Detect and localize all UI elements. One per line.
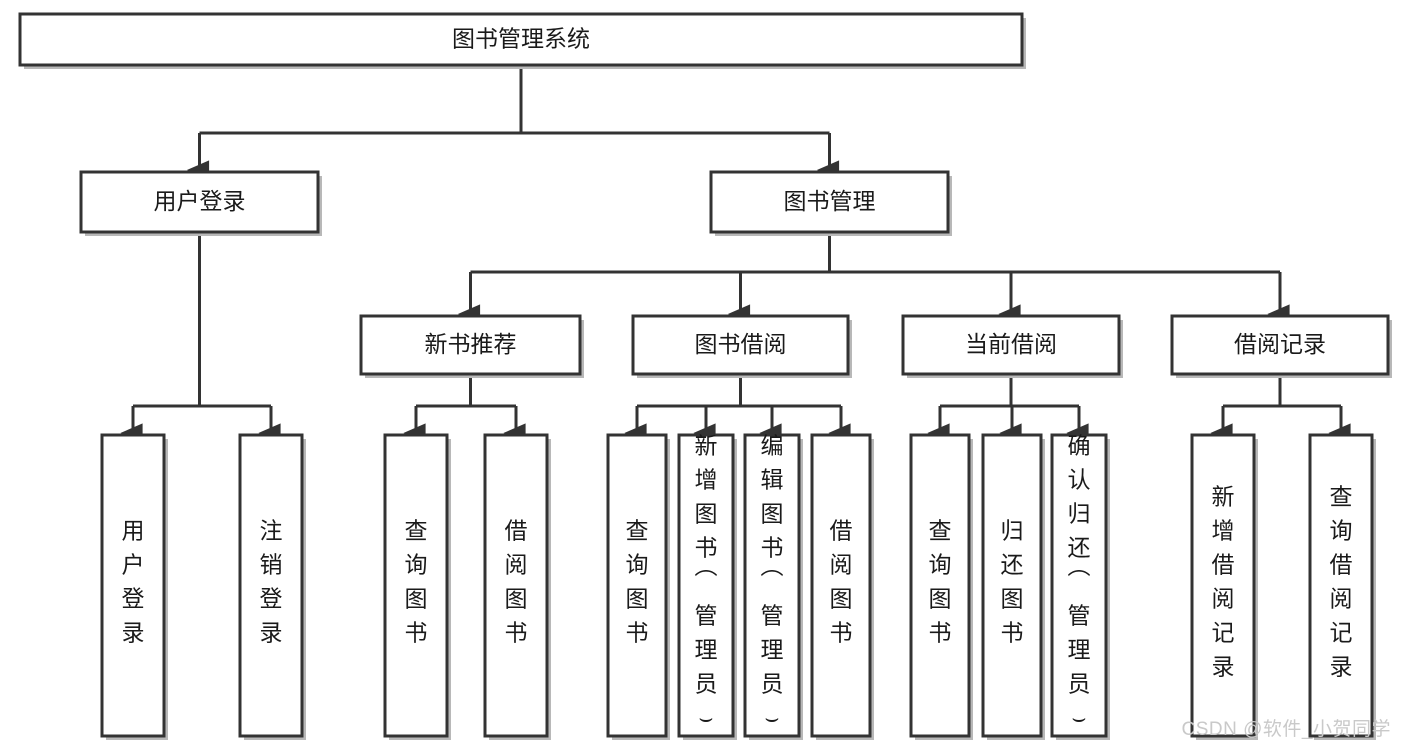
node-leaf-borrow-book-rec: 借阅图书	[483, 433, 551, 740]
node-root: 图书管理系统	[18, 12, 1026, 69]
node-label: 图书借阅	[695, 331, 787, 357]
node-user-login: 用户登录	[79, 170, 322, 236]
node-rect	[606, 433, 668, 738]
node-leaf-edit-book-admin: 编辑图书⌒管理员⌣	[743, 433, 803, 740]
node-leaf-confirm-return-admin: 确认归还⌒管理员⌣	[1050, 433, 1110, 740]
node-leaf-add-book-admin: 新增图书⌒管理员⌣	[677, 433, 737, 740]
node-leaf-add-borrow-record: 新增借阅记录	[1190, 433, 1258, 740]
node-rect	[981, 433, 1043, 738]
node-book-management: 图书管理	[709, 170, 952, 236]
node-leaf-query-book-rec: 查询图书	[383, 433, 451, 740]
node-leaf-user-logout: 注销登录	[238, 433, 306, 740]
node-rect	[743, 433, 801, 738]
node-borrow-record: 借阅记录	[1170, 314, 1392, 378]
node-rect	[901, 314, 1121, 376]
node-rect	[909, 433, 971, 738]
node-label: 注销登录	[260, 518, 283, 646]
node-rect	[18, 12, 1024, 67]
node-label: 图书管理	[784, 188, 876, 214]
node-label: 借阅记录	[1234, 331, 1326, 357]
node-rect	[810, 433, 872, 738]
node-rect	[79, 170, 320, 234]
node-rect	[483, 433, 549, 738]
node-book-borrow: 图书借阅	[631, 314, 852, 378]
node-leaf-return-book: 归还图书	[981, 433, 1045, 740]
node-current-borrow: 当前借阅	[901, 314, 1123, 378]
node-label: 当前借阅	[965, 331, 1057, 357]
node-leaf-query-borrow-record: 查询借阅记录	[1308, 433, 1376, 740]
node-label: 借阅图书	[505, 518, 528, 646]
node-label: 新书推荐	[425, 331, 517, 357]
node-label: 新增图书⌒管理员⌣	[695, 433, 718, 731]
node-new-book-recommend: 新书推荐	[359, 314, 584, 378]
node-label: 借阅图书	[830, 518, 853, 646]
node-label: 查询图书	[405, 518, 428, 646]
node-leaf-query-book-borrow: 查询图书	[606, 433, 670, 740]
node-rect	[359, 314, 582, 376]
node-leaf-user-login: 用户登录	[100, 433, 168, 740]
node-rect	[1308, 433, 1374, 738]
connector-lines	[120, 65, 1351, 443]
node-rect	[383, 433, 449, 738]
node-rect	[100, 433, 166, 738]
node-label: 确认归还⌒管理员⌣	[1068, 433, 1091, 731]
node-label: 编辑图书⌒管理员⌣	[761, 433, 784, 731]
node-rect	[238, 433, 304, 738]
node-label: 归还图书	[1001, 518, 1024, 646]
node-rect	[631, 314, 850, 376]
node-leaf-borrow-book: 借阅图书	[810, 433, 874, 740]
node-rect	[677, 433, 735, 738]
node-label: 图书管理系统	[452, 26, 590, 52]
node-label: 查询图书	[626, 518, 649, 646]
node-rect	[709, 170, 950, 234]
node-label: 用户登录	[154, 188, 246, 214]
node-rect	[1170, 314, 1390, 376]
node-label: 查询借阅记录	[1330, 484, 1353, 680]
node-leaf-query-book-cur: 查询图书	[909, 433, 973, 740]
node-rect	[1190, 433, 1256, 738]
node-rect	[1050, 433, 1108, 738]
node-label: 新增借阅记录	[1212, 484, 1235, 680]
node-label: 用户登录	[122, 518, 145, 646]
node-label: 查询图书	[929, 518, 952, 646]
node-boxes: 图书管理系统用户登录图书管理新书推荐图书借阅当前借阅借阅记录用户登录注销登录查询…	[18, 12, 1392, 740]
